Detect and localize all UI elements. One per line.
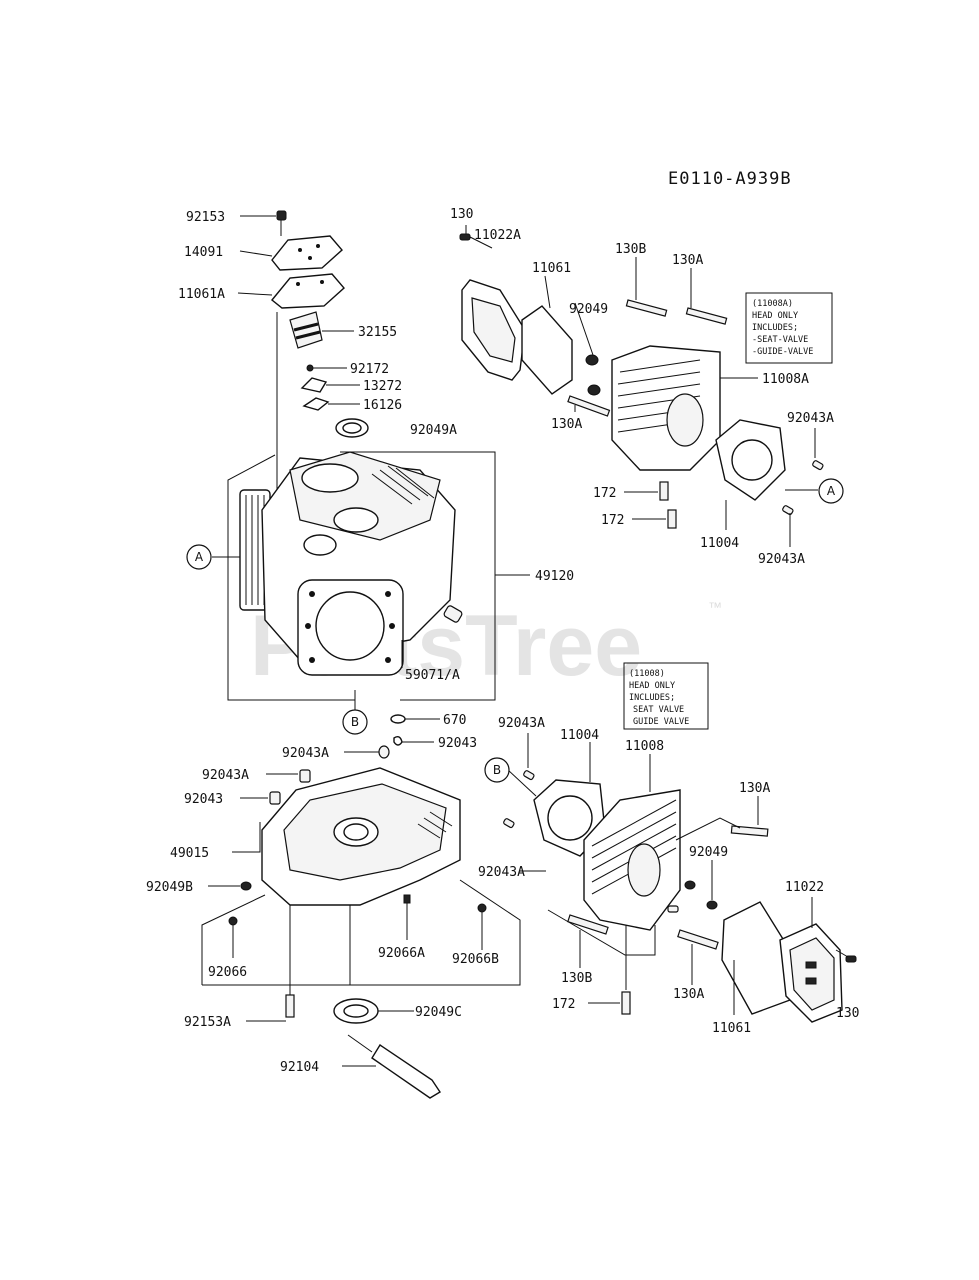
note-head-a: (11008A) HEAD ONLY INCLUDES; -SEAT-VALVE… (752, 299, 813, 357)
svg-text:SEAT VALVE: SEAT VALVE (633, 705, 684, 715)
svg-text:INCLUDES;: INCLUDES; (629, 693, 675, 703)
svg-text:(11008): (11008) (629, 669, 665, 679)
label-11008A: 11008A (762, 372, 809, 387)
svg-text:B: B (493, 763, 501, 777)
bolt-92153 (276, 210, 287, 221)
label-11061A: 11061A (178, 287, 225, 302)
cylinder-head-group (503, 662, 857, 1023)
label-130A-b2: 130A (673, 987, 704, 1002)
label-92104: 92104 (280, 1060, 319, 1075)
svg-text:HEAD ONLY: HEAD ONLY (752, 311, 798, 321)
label-13272: 13272 (363, 379, 402, 394)
svg-text:A: A (195, 550, 204, 564)
label-130B-b: 130B (561, 971, 592, 986)
label-172-c: 172 (552, 997, 575, 1012)
label-172-a: 172 (593, 486, 616, 501)
label-49015: 49015 (170, 846, 209, 861)
label-92049A: 92049A (410, 423, 457, 438)
cover-14091 (271, 235, 343, 271)
label-92049C: 92049C (415, 1005, 462, 1020)
svg-text:A: A (827, 484, 836, 498)
label-11004-b: 11004 (560, 728, 599, 743)
label-92043-m2: 92043 (184, 792, 223, 807)
label-11061-top: 11061 (532, 261, 571, 276)
callout-a-right: A (818, 478, 844, 504)
plate-13272 (300, 377, 328, 393)
label-130A-mid: 130A (551, 417, 582, 432)
crankcase-group (201, 735, 521, 1099)
label-49120: 49120 (535, 569, 574, 584)
label-16126: 16126 (363, 398, 402, 413)
label-11022: 11022 (785, 880, 824, 895)
label-92043A-r1: 92043A (787, 411, 834, 426)
gasket-11061A (271, 273, 345, 309)
svg-text:-GUIDE-VALVE: -GUIDE-VALVE (752, 347, 813, 357)
cylinder-head-a-group (459, 225, 833, 547)
breather-cover-group (237, 210, 369, 560)
label-92043A-b1: 92043A (498, 716, 545, 731)
label-130-b: 130 (836, 1006, 859, 1021)
label-59071A: 59071/A (405, 668, 460, 683)
label-92153: 92153 (186, 210, 225, 225)
callout-b-right: B (484, 757, 510, 783)
label-92043A-m1: 92043A (282, 746, 329, 761)
label-92043A-b2: 92043A (478, 865, 525, 880)
diagram-code: E0110-A939B (668, 169, 792, 189)
svg-text:HEAD ONLY: HEAD ONLY (629, 681, 675, 691)
sealant-tube-92104 (371, 1044, 441, 1099)
label-92172: 92172 (350, 362, 389, 377)
label-92066B: 92066B (452, 952, 499, 967)
cylinder-block-49120 (227, 451, 530, 724)
svg-text:INCLUDES;: INCLUDES; (752, 323, 798, 333)
label-670: 670 (443, 713, 466, 728)
label-92049-b: 92049 (689, 845, 728, 860)
svg-text:(11008A): (11008A) (752, 299, 793, 309)
label-92049-top: 92049 (569, 302, 608, 317)
svg-text:-SEAT-VALVE: -SEAT-VALVE (752, 335, 808, 345)
label-11022A: 11022A (474, 228, 521, 243)
label-32155: 32155 (358, 325, 397, 340)
label-14091: 14091 (184, 245, 223, 260)
label-92043A-r2: 92043A (758, 552, 805, 567)
label-92066A: 92066A (378, 946, 425, 961)
svg-text:GUIDE VALVE: GUIDE VALVE (633, 717, 689, 727)
svg-text:B: B (351, 715, 359, 729)
label-11061-b: 11061 (712, 1021, 751, 1036)
screw-92172 (306, 364, 314, 372)
callout-a-left: A (186, 544, 240, 570)
label-130-top: 130 (450, 207, 473, 222)
label-92043A-m2: 92043A (202, 768, 249, 783)
label-130B-top: 130B (615, 242, 646, 257)
callout-b-left: B (342, 709, 368, 735)
label-92043-m1: 92043 (438, 736, 477, 751)
gasket-11061 (521, 305, 573, 395)
part-labels: 92153 14091 11061A 32155 92172 13272 161… (146, 207, 859, 1075)
note-head: (11008) HEAD ONLY INCLUDES; SEAT VALVE G… (629, 669, 689, 727)
label-11004-top: 11004 (700, 536, 739, 551)
label-130A-b1: 130A (739, 781, 770, 796)
label-11008: 11008 (625, 739, 664, 754)
label-172-b: 172 (601, 513, 624, 528)
label-92049B: 92049B (146, 880, 193, 895)
label-130A-top: 130A (672, 253, 703, 268)
label-92066: 92066 (208, 965, 247, 980)
label-92153A: 92153A (184, 1015, 231, 1030)
watermark-trademark: ™ (708, 599, 722, 615)
valve-16126 (302, 397, 330, 411)
